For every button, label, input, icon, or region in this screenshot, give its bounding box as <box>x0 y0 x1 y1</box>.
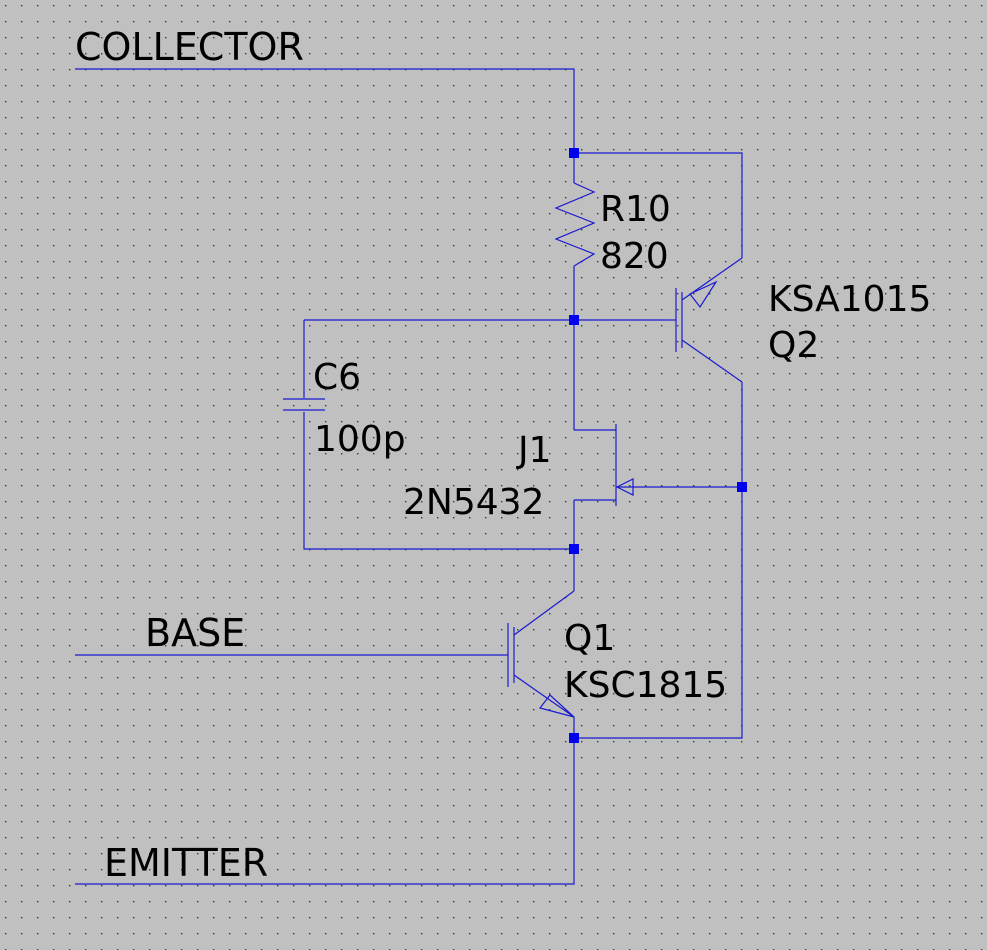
junction-dot <box>737 482 747 492</box>
junction-dot <box>569 315 579 325</box>
net-label-base: BASE <box>145 611 245 655</box>
capacitor-c6-symbol <box>283 398 325 411</box>
r10-value-label: 820 <box>600 236 669 277</box>
q2-collector-wire <box>574 382 743 739</box>
junction-dot <box>569 733 579 743</box>
c6-value-label: 100p <box>314 419 406 460</box>
emitter-wire <box>75 717 575 885</box>
npn-transistor-q1-symbol <box>506 590 575 718</box>
junctions <box>569 148 747 743</box>
net-label-emitter: EMITTER <box>104 841 268 885</box>
j1-value-label: 2N5432 <box>403 482 544 523</box>
q1-ref-label: Q1 <box>564 618 615 659</box>
c6-bottom-wire <box>303 412 574 550</box>
q2-ref-label: Q2 <box>768 325 819 366</box>
wires <box>75 68 743 885</box>
collector-wire <box>75 68 575 183</box>
q1-value-label: KSC1815 <box>564 665 727 706</box>
resistor-r10-symbol <box>554 182 596 267</box>
q2-emitter-wire <box>574 152 743 258</box>
r10-ref-label: R10 <box>600 189 671 230</box>
net-label-collector: COLLECTOR <box>75 25 304 69</box>
pnp-transistor-q2-symbol <box>668 257 743 383</box>
junction-dot <box>569 148 579 158</box>
j1-ref-label: J1 <box>516 430 552 471</box>
jfet-j1-symbol <box>574 424 634 506</box>
junction-dot <box>569 544 579 554</box>
c6-ref-label: C6 <box>313 357 361 398</box>
q2-value-label: KSA1015 <box>768 279 931 320</box>
